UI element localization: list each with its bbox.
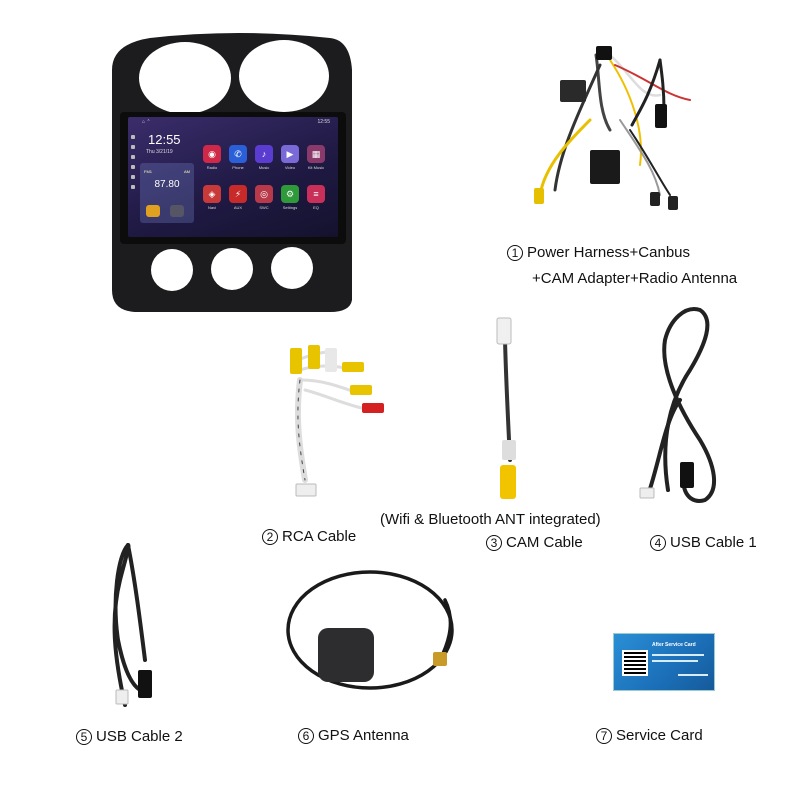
item-label-3: 3 CAM Cable <box>486 534 583 551</box>
navi-icon: ◈ <box>203 185 221 203</box>
item-number-4: 4 <box>650 534 666 551</box>
item-1-name-line2: +CAM Adapter+Radio Antenna <box>532 270 738 287</box>
item-number-7: 7 <box>596 727 612 744</box>
music-icon: ♪ <box>255 145 273 163</box>
item-label-4: 4 USB Cable 1 <box>650 534 757 551</box>
radio-band-alt: AM <box>184 169 190 174</box>
item-5-name: USB Cable 2 <box>96 728 183 745</box>
item-4-name: USB Cable 1 <box>670 534 757 551</box>
item-label-6: 6 GPS Antenna <box>298 727 409 744</box>
bottom-right-vent <box>271 247 313 289</box>
video-icon: ▶ <box>281 145 299 163</box>
cam-rca-plug <box>500 465 516 499</box>
app-kit-music[interactable]: ▦ Kit Music <box>303 145 329 170</box>
service-card-title: After Service Card <box>652 642 696 648</box>
clock-date: Thu 3/21/19 <box>146 149 173 155</box>
gear-icon: ⚙ <box>281 185 299 203</box>
item-number-3: 3 <box>486 534 502 551</box>
app-eq[interactable]: ≡ EQ <box>303 185 329 210</box>
item-label-1: 1 Power Harness+Canbus <box>507 244 690 261</box>
head-unit-screen: ⌂ ⌃ 12:55 12:55 Thu 3/21/19 FM1 AM 87.80… <box>128 117 338 237</box>
usb-cable-2 <box>112 542 147 707</box>
item-3-name: CAM Cable <box>506 534 583 551</box>
item-2-name: RCA Cable <box>282 528 357 545</box>
item-number-6: 6 <box>298 727 314 744</box>
radio-widget[interactable]: FM1 AM 87.80 <box>140 163 194 223</box>
kit-music-icon: ▦ <box>307 145 325 163</box>
item-number-5: 5 <box>76 728 92 745</box>
top-left-vent <box>139 42 231 114</box>
radio-app-icon: ◉ <box>203 145 221 163</box>
adapter-box <box>590 150 620 184</box>
app-swc[interactable]: ◎ SWC <box>251 185 277 210</box>
app-music[interactable]: ♪ Music <box>251 145 277 170</box>
bottom-middle-vent <box>211 248 253 290</box>
status-bar: ⌂ ⌃ 12:55 <box>128 117 338 127</box>
eq-icon: ≡ <box>307 185 325 203</box>
gps-connector <box>433 652 447 666</box>
item-number-2: 2 <box>262 528 278 545</box>
clock-widget: 12:55 Thu 3/21/19 <box>140 131 194 161</box>
app-phone[interactable]: ✆ Phone <box>225 145 251 170</box>
item-7-name: Service Card <box>616 727 703 744</box>
item-6-name: GPS Antenna <box>318 727 409 744</box>
app-video[interactable]: ▶ Video <box>277 145 303 170</box>
gps-antenna-puck <box>318 628 374 682</box>
radio-icon[interactable] <box>146 205 160 217</box>
harness-plug-top <box>596 46 612 60</box>
home-icon: ⌂ ⌃ <box>142 119 151 125</box>
bottom-left-vent <box>151 249 193 291</box>
item-label-5: 5 USB Cable 2 <box>76 728 183 745</box>
usb-cable-1 <box>646 307 717 503</box>
radio-band: FM1 <box>144 169 152 174</box>
qr-code-icon <box>622 650 648 676</box>
app-navi[interactable]: ◈ Navi <box>199 185 225 210</box>
item-label-2: 2 RCA Cable <box>262 528 356 545</box>
top-right-vent <box>239 40 329 112</box>
item-1-name: Power Harness+Canbus <box>527 244 691 261</box>
clock-time: 12:55 <box>148 132 181 147</box>
service-card-image: After Service Card <box>613 633 715 691</box>
item-label-7: 7 Service Card <box>596 727 703 744</box>
item-3-note: (Wifi & Bluetooth ANT integrated) <box>380 511 601 528</box>
app-radio[interactable]: ◉ Radio <box>199 145 225 170</box>
radio-frequency: 87.80 <box>154 179 180 190</box>
preset-icon[interactable] <box>170 205 184 217</box>
status-time: 12:55 <box>317 119 330 125</box>
app-aux[interactable]: ⚡ AUX <box>225 185 251 210</box>
aux-icon: ⚡ <box>229 185 247 203</box>
item-number-1: 1 <box>507 244 523 261</box>
phone-icon: ✆ <box>229 145 247 163</box>
screen-sidebar <box>128 127 137 237</box>
cam-adapter-plug <box>534 188 544 204</box>
swc-icon: ◎ <box>255 185 273 203</box>
app-settings[interactable]: ⚙ Settings <box>277 185 303 210</box>
canbus-box <box>560 80 586 102</box>
